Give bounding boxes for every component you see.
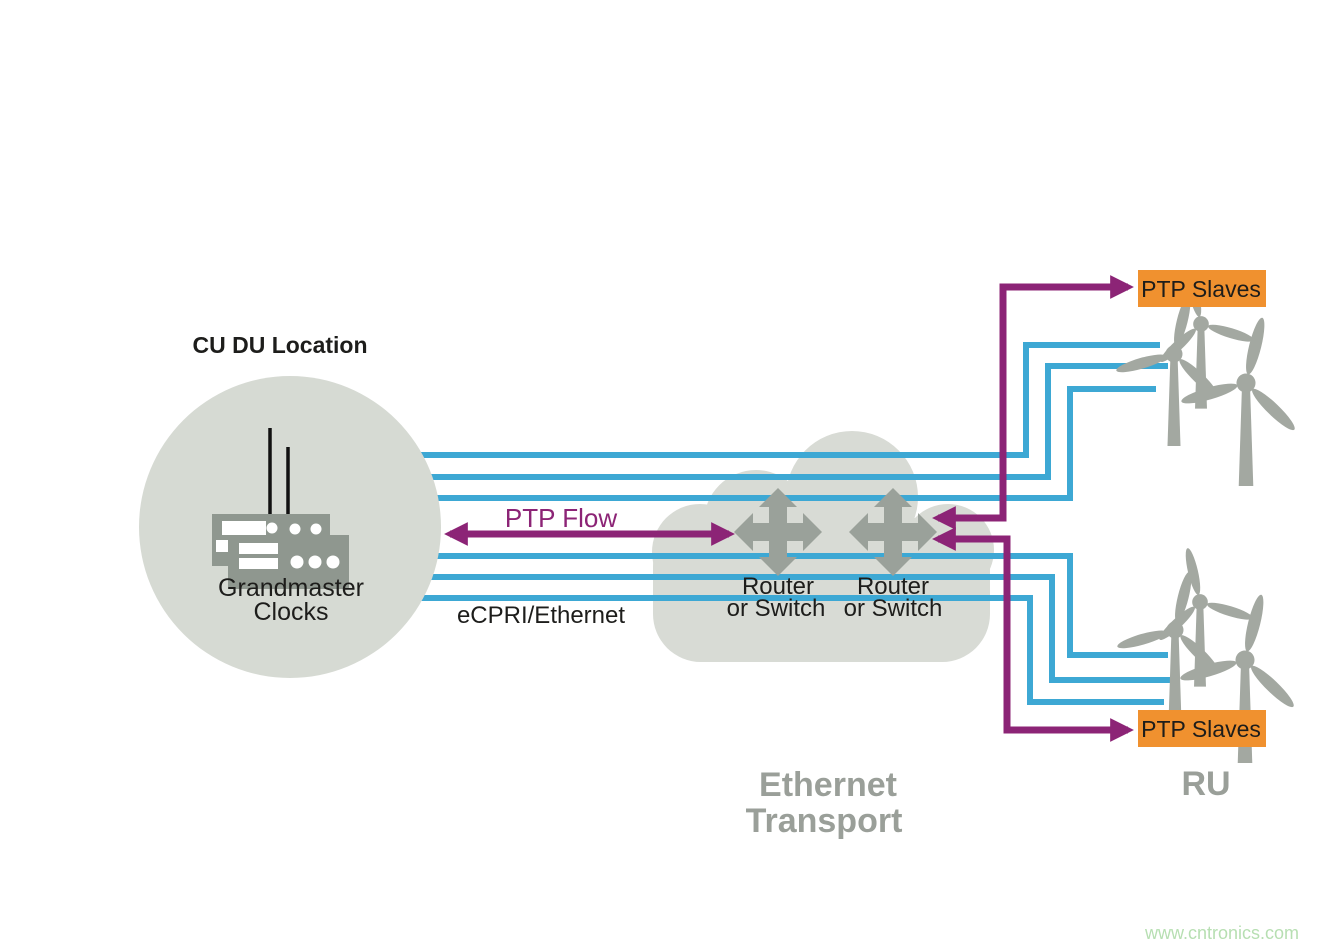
wind-turbine-icon [1112, 282, 1242, 446]
ru-label: RU [1181, 765, 1230, 803]
ethernet-transport-label-line1: Ethernet [759, 766, 897, 804]
ethernet-transport-label-line2: Transport [746, 802, 903, 840]
ptp-flow-label: PTP Flow [505, 503, 617, 533]
watermark: www.cntronics.com [1144, 923, 1299, 943]
wind-turbine-icon [1113, 558, 1243, 722]
ptp-slaves-bottom-label: PTP Slaves [1141, 716, 1261, 742]
ptp-slaves-top-label: PTP Slaves [1141, 276, 1261, 302]
ecpri-link-line [426, 363, 1168, 480]
grandmaster-clocks-icon [212, 428, 349, 589]
ethernet-transport-cloud [652, 431, 994, 662]
ptp-slaves-box-bottom [1138, 710, 1266, 747]
cu-du-title: CU DU Location [192, 332, 367, 358]
router2-label-line2: or Switch [844, 595, 943, 622]
ptp-flow-arrow-top [932, 275, 1134, 530]
ecpri-ethernet-label: eCPRI/Ethernet [457, 602, 625, 629]
router1-label-line2: or Switch [727, 595, 826, 622]
grandmaster-label-line1: Grandmaster [218, 574, 364, 602]
grandmaster-label-line2: Clocks [253, 598, 328, 626]
router2-label-line1: Router [857, 573, 929, 600]
router1-label-line1: Router [742, 573, 814, 600]
ptp-slaves-box-top [1138, 270, 1266, 307]
ptp-flow-arrows [444, 275, 1134, 742]
ptp-flow-arrow-bottom [932, 527, 1134, 742]
